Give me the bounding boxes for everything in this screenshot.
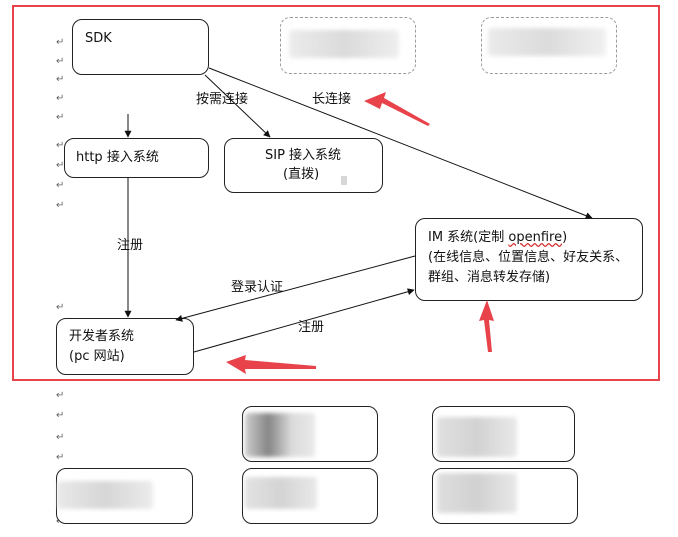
paragraph-mark: ↵ (56, 160, 65, 171)
redacted-box-bottom-4 (242, 468, 378, 524)
sdk-label: SDK (85, 31, 112, 46)
paragraph-mark: ↵ (56, 112, 65, 123)
developer-system-label-1: 开发者系统 (69, 329, 135, 344)
redacted-box-bottom-5 (432, 468, 578, 524)
paragraph-mark: ↵ (56, 56, 65, 67)
redacted-content (245, 477, 317, 509)
annotation-arrow-im-system (479, 300, 494, 352)
redacted-content (57, 481, 153, 509)
grey-artifact (341, 176, 347, 185)
paragraph-mark: ↵ (56, 180, 65, 191)
im-system-label-3: 群组、消息转发存储) (428, 270, 551, 285)
sip-access-label-1: SIP 接入系统 (265, 148, 342, 163)
im-system-label-2: (在线信息、位置信息、好友关系、 (428, 250, 629, 265)
edge-label-login-auth: 登录认证 (231, 280, 284, 295)
im-system-box: IM 系统(定制 openfire) (在线信息、位置信息、好友关系、 群组、消… (415, 218, 643, 301)
edge-sdk-to-sip (204, 74, 271, 138)
sip-access-box: SIP 接入系统 (直拨) (224, 138, 383, 193)
openfire-word: openfire (508, 230, 563, 245)
redacted-box-bottom-3 (56, 468, 193, 524)
http-access-label: http 接入系统 (76, 150, 159, 165)
annotation-arrow-developer-system (226, 355, 316, 374)
paragraph-mark: ↵ (56, 452, 65, 463)
im-system-label-1: IM 系统(定制 openfire) (428, 230, 568, 245)
redacted-content (488, 28, 606, 56)
edge-sdk-to-im (208, 67, 593, 219)
developer-system-box: 开发者系统 (pc 网站) (56, 318, 194, 375)
redacted-box-bottom-1 (242, 406, 378, 462)
sip-access-label-2: (直拨) (283, 167, 320, 182)
redacted-content (289, 30, 399, 58)
annotation-arrow-long-connection (364, 92, 430, 126)
edge-label-register-bottom: 注册 (298, 320, 325, 335)
redacted-box-top-2 (481, 17, 617, 74)
paragraph-mark: ↵ (56, 302, 65, 313)
edge-developer-to-im (193, 288, 415, 353)
paragraph-mark: ↵ (56, 432, 65, 443)
paragraph-mark: ↵ (56, 74, 65, 85)
paragraph-mark: ↵ (56, 200, 65, 211)
redacted-content (437, 417, 517, 457)
edge-label-register-left: 注册 (117, 238, 144, 253)
redacted-content (437, 473, 517, 513)
edge-im-to-developer (175, 255, 416, 322)
paragraph-mark: ↵ (56, 390, 65, 401)
paragraph-mark: ↵ (56, 140, 65, 151)
redacted-content (245, 413, 315, 457)
sdk-box: SDK (72, 19, 209, 75)
edge-label-long-connection: 长连接 (312, 92, 352, 107)
redacted-box-top-1 (280, 17, 416, 74)
highlight-frame (12, 5, 660, 381)
redacted-box-bottom-2 (432, 406, 575, 462)
paragraph-mark: ↵ (56, 410, 65, 421)
developer-system-label-2: (pc 网站) (69, 349, 125, 364)
http-access-box: http 接入系统 (64, 138, 209, 178)
paragraph-mark: ↵ (56, 37, 65, 48)
paragraph-mark: ↵ (56, 93, 65, 104)
